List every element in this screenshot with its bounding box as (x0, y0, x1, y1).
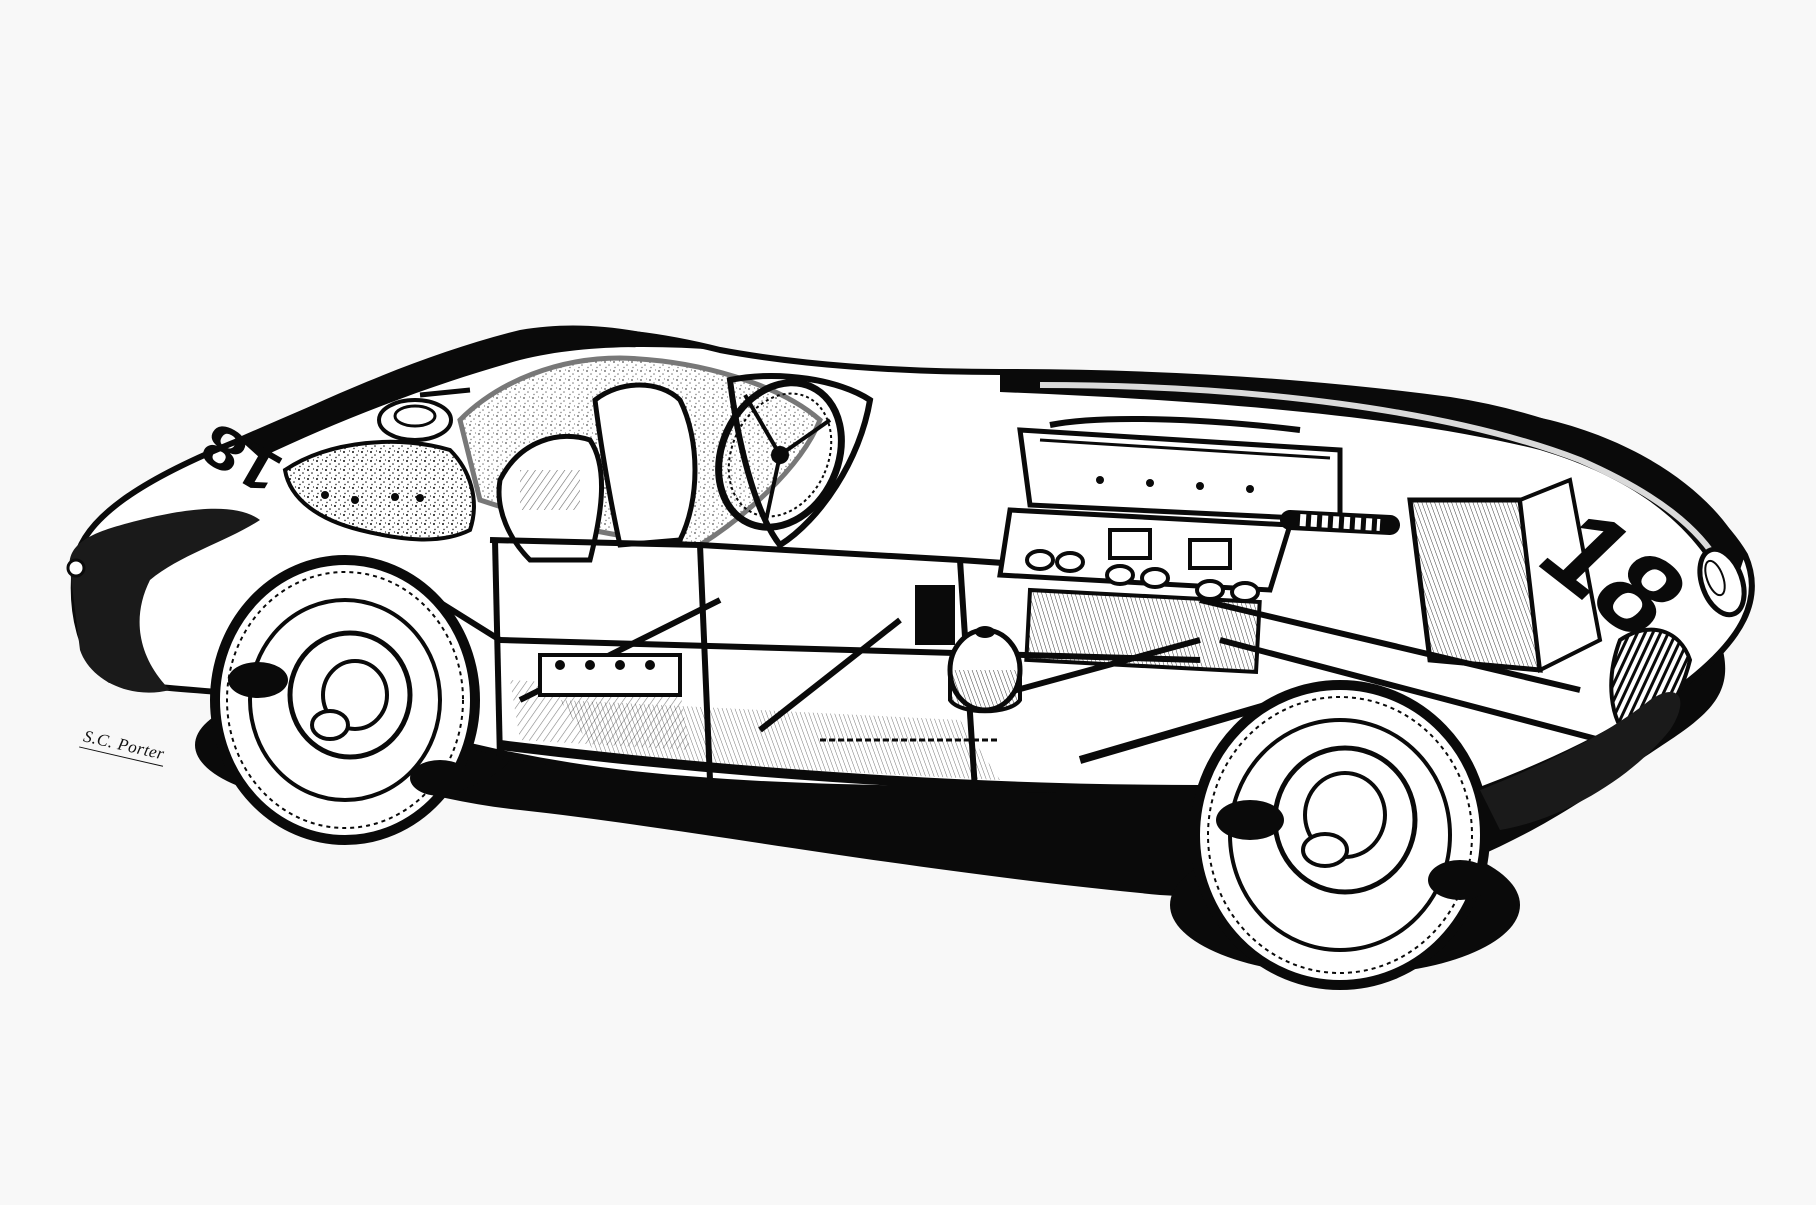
front-wheel (1190, 680, 1492, 990)
fuel-tank (282, 387, 476, 542)
drum-brakes (1272, 745, 1418, 895)
windscreen (726, 373, 874, 549)
headlamp (1697, 546, 1747, 618)
undertray (510, 680, 1000, 780)
coil (915, 585, 955, 645)
cockpit (457, 355, 874, 563)
driver-seat (496, 382, 698, 563)
drum-brakes (287, 630, 413, 760)
fuel-filler-cap (377, 387, 471, 442)
triple-carburettors (1025, 528, 1260, 603)
rear-wheel (210, 555, 480, 845)
front-wing (1480, 691, 1681, 830)
radiator (1407, 477, 1603, 674)
battery (538, 653, 682, 697)
fuel-pump (947, 626, 1023, 714)
